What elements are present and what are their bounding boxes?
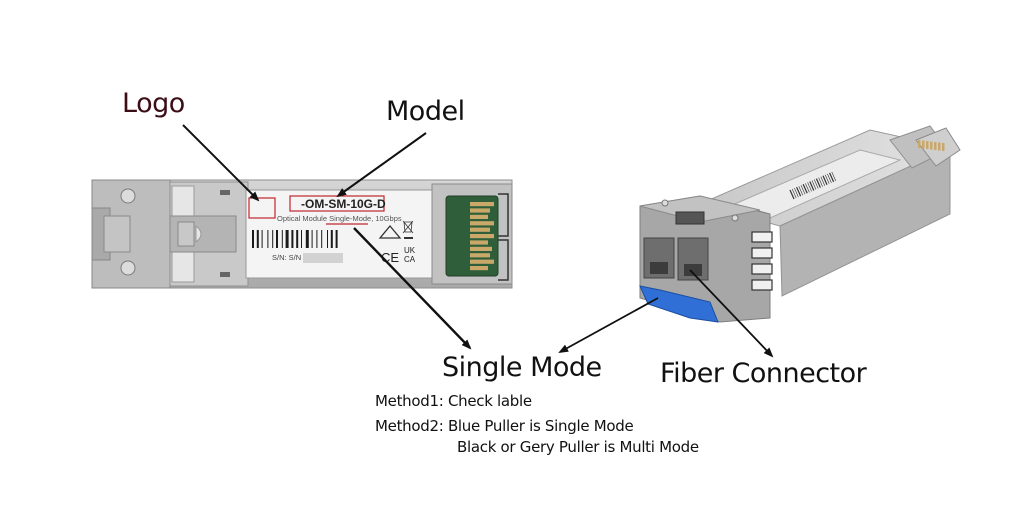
barcode-bar	[831, 171, 837, 182]
gold-contact-pin	[938, 142, 941, 151]
gold-contact-pin	[470, 202, 494, 207]
barcode-bar	[252, 230, 254, 248]
barcode-bar	[824, 174, 830, 184]
gold-contact-pin	[470, 240, 488, 245]
fiber-connector-arrow	[689, 269, 774, 358]
barcode-bar	[316, 230, 318, 248]
barcode-bar	[301, 230, 302, 248]
uk-mark: UK	[404, 246, 416, 255]
barcode-bar	[807, 182, 812, 192]
gold-contact-pin	[470, 259, 494, 264]
barcode-bar	[794, 187, 799, 198]
barcode-bar	[296, 230, 299, 248]
single-mode-label-arrow	[353, 227, 472, 350]
barcode-bar	[335, 230, 338, 248]
logo-highlight-box	[248, 197, 276, 219]
barcode	[252, 230, 338, 248]
barcode-bar	[811, 180, 817, 190]
serial-number: S/N: S/N	[272, 253, 301, 262]
barcode-bar	[261, 230, 263, 248]
sfp-module-top-view: -OM-SM-10G-D Optical Module Single-Mode,…	[91, 179, 513, 289]
barcode-bar	[256, 230, 259, 248]
barcode-bar	[815, 178, 821, 188]
barcode-bar	[281, 230, 283, 248]
method2-line: Method2: Blue Puller is Single Mode	[375, 417, 634, 435]
barcode-bar	[796, 186, 802, 197]
barcode-bar	[267, 230, 269, 248]
model-number-text: -OM-SM-10G-D	[301, 197, 386, 211]
fiber-port-right	[677, 237, 709, 281]
gold-contact-pin	[470, 227, 490, 232]
gold-contact-pin	[918, 140, 921, 148]
model-callout-label: Model	[386, 96, 465, 127]
serial-redaction	[303, 253, 343, 263]
gold-contact-pin	[470, 208, 490, 213]
barcode-bar	[802, 184, 808, 194]
gold-contact-pin	[470, 253, 490, 258]
model-arrow	[336, 132, 427, 198]
barcode-bar	[272, 230, 274, 248]
module-description: Optical Module Single-Mode, 10Gbps	[277, 214, 402, 223]
sfp-module-3d-view	[639, 125, 961, 323]
side-rib	[751, 263, 773, 275]
logo-callout-label: Logo	[122, 88, 185, 119]
barcode-bar	[276, 230, 278, 248]
ca-mark: CA	[404, 255, 416, 264]
screw-icon	[120, 188, 136, 204]
gold-contact-pin	[470, 221, 494, 226]
barcode-bar	[330, 230, 333, 248]
single-mode-puller-arrow	[558, 297, 659, 353]
barcode-bar	[813, 179, 819, 189]
gold-contact-pin	[942, 143, 945, 151]
barcode-bar	[791, 188, 797, 199]
weee-bin-icon	[402, 220, 414, 234]
barcode-bar	[305, 230, 309, 248]
gold-contact-pin	[930, 141, 933, 150]
barcode-bar	[800, 185, 806, 195]
barcode-bar	[291, 230, 294, 248]
gold-contact-pin	[470, 266, 488, 271]
gold-contact-pin	[470, 214, 488, 219]
barcode-bar	[798, 186, 804, 196]
gold-contact-pin	[934, 142, 937, 150]
screw-icon	[120, 260, 136, 276]
gold-contact-pin	[922, 140, 925, 149]
gold-contact-pin	[470, 234, 494, 239]
barcode-bar	[809, 181, 815, 191]
method1-text: Check lable	[447, 392, 532, 410]
side-rib	[751, 279, 773, 291]
gold-contact-pin	[470, 246, 492, 251]
rcm-mark-icon	[378, 224, 402, 239]
barcode-bar	[827, 173, 832, 183]
barcode-bar	[805, 183, 810, 193]
barcode-bar	[327, 230, 328, 248]
barcode-bar	[820, 176, 826, 186]
barcode-bar	[822, 175, 828, 185]
method1-prefix: Method1:	[375, 392, 444, 410]
gold-contact-pin	[926, 141, 929, 149]
fiber-connector-callout-label: Fiber Connector	[660, 358, 867, 389]
barcode-bar	[829, 172, 835, 183]
method2-text-line2: Black or Gery Puller is Multi Mode	[457, 438, 699, 456]
barcode-bar	[321, 230, 323, 248]
barcode-bar	[311, 230, 313, 248]
logo-arrow	[182, 124, 260, 202]
side-rib	[751, 247, 773, 259]
barcode-bar	[789, 189, 795, 200]
side-rib	[751, 231, 773, 243]
method2-text-line1: Blue Puller is Single Mode	[447, 417, 634, 435]
method2-prefix: Method2:	[375, 417, 444, 435]
barcode-bar	[285, 230, 289, 248]
method1-line: Method1: Check lable	[375, 392, 532, 410]
barcode-bar	[818, 177, 823, 187]
single-mode-callout-label: Single Mode	[442, 352, 602, 383]
gold-contacts	[470, 202, 494, 271]
